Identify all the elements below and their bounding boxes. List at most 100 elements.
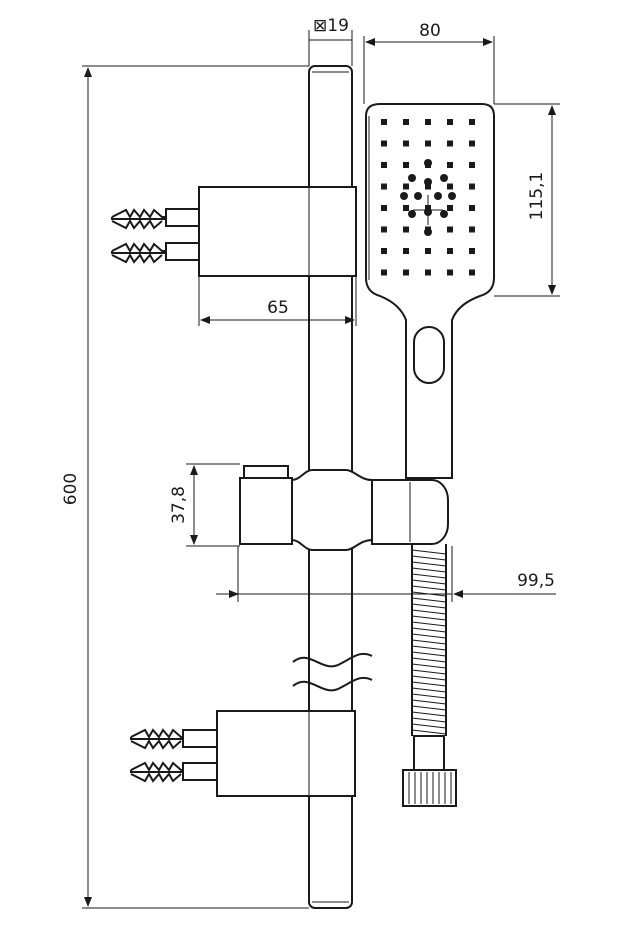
nozzle [381,183,387,190]
sliding-holder [239,465,449,551]
dimension-holder-height: 37,8 [169,463,240,547]
nozzle [381,269,387,276]
wall-plug-icon [111,242,166,264]
hose-coil [411,651,447,657]
nozzle [447,140,453,147]
nozzle [469,205,475,211]
top-wall-bracket [111,186,357,277]
hose-coil [411,693,447,699]
hose-nut [402,769,457,807]
nozzle [447,226,453,233]
hose-coil [411,699,447,705]
nozzle [469,269,475,276]
nozzle [469,183,475,190]
nozzle [447,183,453,190]
nozzle [403,162,409,168]
head-height-label: 115,1 [527,172,547,221]
hose-coil [411,561,447,567]
nozzle [425,248,431,254]
wall-plug-icon [130,728,183,750]
nozzle [381,226,387,233]
hose-coil [411,645,447,651]
nozzle [381,119,387,125]
nozzle-round [424,159,432,167]
nozzle-round [440,174,448,182]
hose-coil [411,573,447,579]
nozzle [469,226,475,233]
hose-coil [411,555,447,561]
wall-plug-icon [130,761,183,783]
hose-coil [411,633,447,639]
hose-coils [411,549,447,735]
nozzle-round [440,210,448,218]
nozzle [447,162,453,168]
nozzle [425,119,431,125]
rod-diameter-label: ⊠19 [313,16,349,36]
nozzle-round [424,228,432,236]
nozzle [447,119,453,125]
hose-coil [411,597,447,603]
nozzle [447,205,453,211]
nozzle [403,183,409,190]
hose-nut-ridges [408,772,452,804]
holder-projection-label: 99,5 [517,571,555,591]
hose-coil [411,603,447,609]
total-height-label: 600 [61,473,81,505]
nozzle-grid [381,119,475,276]
nozzle [425,269,431,276]
nozzle [447,269,453,276]
nozzle-round [448,192,456,200]
hose-coil [411,627,447,633]
nozzle [403,248,409,254]
nozzle [469,140,475,147]
hose-coil [411,657,447,663]
holder-height-label: 37,8 [169,486,189,524]
hose-coil [411,705,447,711]
nozzle [381,248,387,254]
bracket-depth-label: 65 [267,298,289,318]
nozzle [425,183,431,190]
hose-coil [411,669,447,675]
hose-coil [411,621,447,627]
nozzle-round [408,174,416,182]
nozzle [381,205,387,211]
hose-coil [411,615,447,621]
nozzle-round [408,210,416,218]
break-symbol-top [292,652,373,668]
hose-coil [411,723,447,729]
hose-coil [411,711,447,717]
hose-coil [411,663,447,669]
hose-coil [411,681,447,687]
hose-coil [411,729,447,735]
break-symbol-bottom [292,676,373,692]
hose-coil [411,567,447,573]
bottom-wall-bracket [130,710,356,797]
nozzle [381,140,387,147]
dimension-head-width: 80 [363,21,495,104]
hose-coil [411,609,447,615]
hose-coil [411,717,447,723]
nozzle [469,162,475,168]
dimension-bracket-depth: 65 [198,276,357,326]
nozzle [469,119,475,125]
nozzle [447,248,453,254]
wall-plug-icon [111,208,166,230]
dimension-rod-diameter: ⊠19 [308,16,353,66]
hand-shower [365,103,495,479]
hose-coil [411,675,447,681]
dimension-holder-projection: 99,5 [216,546,556,602]
dimension-total-height: 600 [61,65,309,909]
nozzle-round [400,192,408,200]
nozzle [403,119,409,125]
shower-hose [402,544,457,807]
hose-coil [411,579,447,585]
nozzle-round [424,178,432,186]
nozzle [403,226,409,233]
hose-coil [411,549,447,555]
hose-coil [411,585,447,591]
nozzle-round [414,192,422,200]
nozzle-round [434,192,442,200]
nozzle [381,162,387,168]
mode-button [413,326,445,384]
